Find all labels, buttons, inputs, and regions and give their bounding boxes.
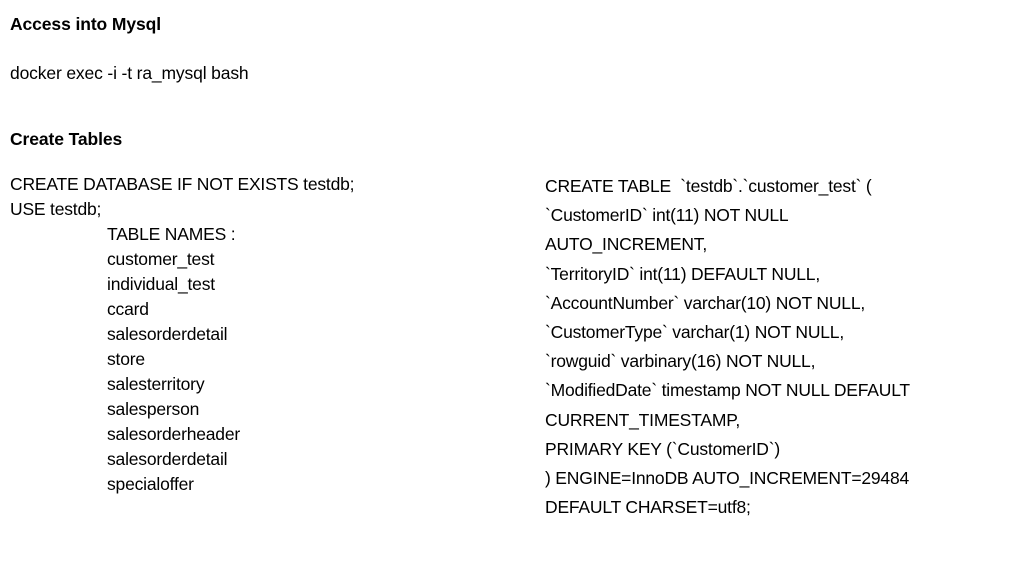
heading-access-into-mysql: Access into Mysql [10, 13, 161, 34]
sql-line: `AccountNumber` varchar(10) NOT NULL, [545, 292, 866, 313]
table-names-label: TABLE NAMES : [107, 224, 236, 244]
sql-line: `ModifiedDate` timestamp NOT NULL DEFAUL… [545, 380, 910, 401]
list-item: customer_test [107, 249, 215, 269]
list-item: salesorderdetail [107, 449, 228, 469]
sql-line: `TerritoryID` int(11) DEFAULT NULL, [545, 263, 820, 284]
list-item: salesterritory [107, 374, 205, 394]
list-item: specialoffer [107, 474, 194, 494]
sql-use-database-line: USE testdb; [10, 199, 102, 219]
list-item: store [107, 349, 145, 369]
heading-create-tables: Create Tables [10, 128, 123, 149]
list-item: ccard [107, 299, 149, 319]
sql-line: CURRENT_TIMESTAMP, [545, 409, 741, 430]
list-item: salesorderheader [107, 424, 240, 444]
left-code-column: CREATE DATABASE IF NOT EXISTS testdb; US… [10, 172, 530, 497]
sql-line: `CustomerType` varchar(1) NOT NULL, [545, 322, 845, 343]
list-item: salesorderdetail [107, 324, 228, 344]
sql-line: ) ENGINE=InnoDB AUTO_INCREMENT=29484 [545, 468, 910, 489]
sql-line: AUTO_INCREMENT, [545, 234, 707, 255]
docker-exec-command: docker exec -i -t ra_mysql bash [10, 63, 249, 83]
sql-line: PRIMARY KEY (`CustomerID`) [545, 438, 780, 459]
sql-create-database-line: CREATE DATABASE IF NOT EXISTS testdb; [10, 174, 355, 194]
sql-line: CREATE TABLE `testdb`.`customer_test` ( [545, 176, 872, 196]
sql-line: `rowguid` varbinary(16) NOT NULL, [545, 351, 816, 372]
sql-line: DEFAULT CHARSET=utf8; [545, 497, 751, 518]
list-item: individual_test [107, 274, 215, 294]
right-code-column: CREATE TABLE `testdb`.`customer_test` ( … [545, 172, 1009, 522]
sql-line: `CustomerID` int(11) NOT NULL [545, 205, 789, 226]
list-item: salesperson [107, 399, 200, 419]
